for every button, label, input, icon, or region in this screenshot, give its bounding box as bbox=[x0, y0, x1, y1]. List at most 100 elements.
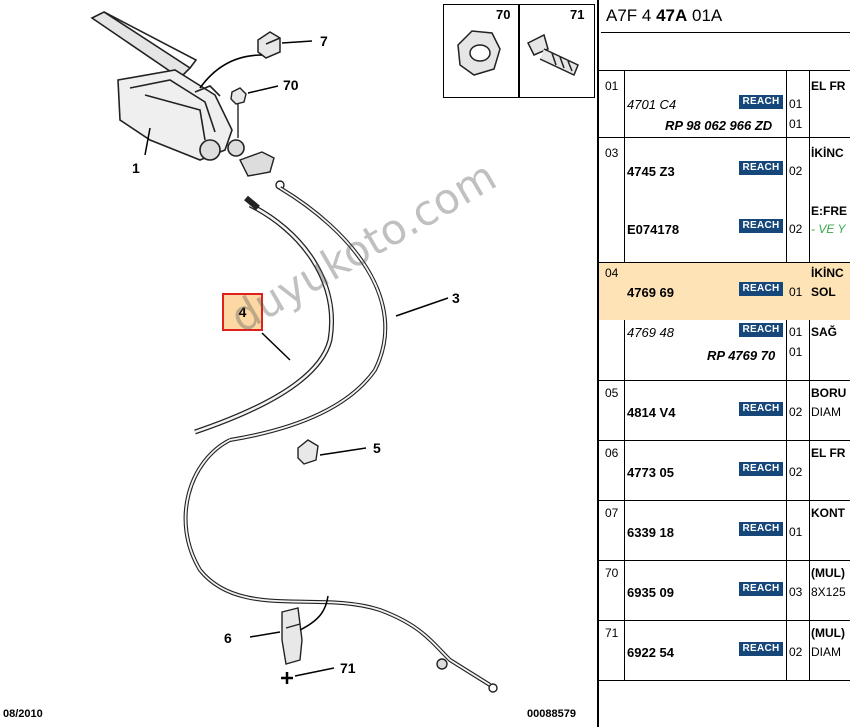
diagram-drawing bbox=[90, 11, 498, 693]
row-qty: 02 bbox=[789, 164, 803, 178]
table-row[interactable]: 01 4701 C4 REACH 01 RP 98 062 966 ZD 01 … bbox=[599, 71, 850, 138]
table-row[interactable]: 06 4773 05 REACH 02 EL FR bbox=[599, 441, 850, 501]
rp-ref: RP 4769 70 bbox=[707, 348, 776, 363]
row-desc: İKİNC bbox=[811, 266, 844, 280]
callout-4: 4 bbox=[238, 304, 247, 320]
row-desc: BORU bbox=[811, 386, 847, 400]
table-row[interactable]: 71 6922 54 REACH 02 (MUL) DIAM bbox=[599, 621, 850, 681]
part-ref: 4701 C4 bbox=[627, 97, 677, 112]
reach-badge: REACH bbox=[739, 95, 783, 109]
row-qty: 02 bbox=[789, 645, 803, 659]
col-divider-2 bbox=[786, 70, 787, 680]
plus-part-71 bbox=[281, 672, 293, 684]
row-desc: (MUL) bbox=[811, 626, 845, 640]
bolt-icon bbox=[526, 33, 579, 77]
row-index: 01 bbox=[605, 79, 619, 93]
row-desc-sub: DIAM bbox=[811, 645, 841, 659]
reach-badge: REACH bbox=[739, 323, 783, 337]
row-index: 04 bbox=[605, 266, 619, 280]
table-row[interactable]: 05 4814 V4 REACH 02 BORU DIAM bbox=[599, 381, 850, 441]
row-desc: İKİNC bbox=[811, 146, 844, 160]
inset-label-70: 70 bbox=[496, 7, 511, 22]
callout-71: 71 bbox=[340, 660, 356, 676]
part-ref: E074178 bbox=[627, 222, 680, 237]
callout-1: 1 bbox=[132, 160, 140, 176]
row-desc: KONT bbox=[811, 506, 845, 520]
callout-4-highlight[interactable]: 4 bbox=[222, 293, 263, 331]
row-index: 07 bbox=[605, 506, 619, 520]
row-qty: 01 bbox=[789, 97, 803, 111]
nut-part-70 bbox=[230, 87, 247, 105]
inset-label-71: 71 bbox=[570, 7, 585, 22]
row-index: 06 bbox=[605, 446, 619, 460]
row-qty: 01 bbox=[789, 325, 803, 339]
callout-5: 5 bbox=[373, 440, 381, 456]
inset-divider bbox=[518, 5, 520, 97]
table-row[interactable]: 03 4745 Z3 REACH 02 İKİNC E074178 REACH … bbox=[599, 138, 850, 263]
parts-diagram: 7 70 1 3 4 5 6 71 duyukoto.com 70 71 08/… bbox=[3, 4, 595, 720]
row-qty: 02 bbox=[789, 465, 803, 479]
nut-icon bbox=[457, 30, 501, 76]
clip-part-7 bbox=[257, 31, 281, 59]
row-desc-note: - VE Y bbox=[811, 222, 846, 236]
part-ref: 4745 Z3 bbox=[627, 164, 675, 179]
cable-3 bbox=[183, 186, 492, 687]
row-index: 03 bbox=[605, 146, 619, 160]
row-desc: E:FRE bbox=[811, 204, 847, 218]
callout-7: 7 bbox=[320, 33, 328, 49]
table-row[interactable]: 07 6339 18 REACH 01 KONT bbox=[599, 501, 850, 561]
table-row-selected[interactable]: 04 4769 69 REACH 01 İKİNC SOL bbox=[599, 263, 850, 320]
row-qty: 02 bbox=[789, 222, 803, 236]
reach-badge: REACH bbox=[739, 462, 783, 476]
reach-badge: REACH bbox=[739, 582, 783, 596]
reach-badge: REACH bbox=[739, 642, 783, 656]
part-ref: 4769 69 bbox=[627, 285, 674, 300]
row-desc-sub: DIAM bbox=[811, 405, 841, 419]
part-ref: 4769 48 bbox=[627, 325, 674, 340]
row-qty: 02 bbox=[789, 405, 803, 419]
row-qty: 01 bbox=[789, 345, 803, 359]
row-qty: 01 bbox=[789, 285, 803, 299]
table-row[interactable]: 70 6935 09 REACH 03 (MUL) 8X125 bbox=[599, 561, 850, 621]
bracket-part-6 bbox=[281, 607, 303, 665]
panel-title: A7F 4 47A 01A bbox=[606, 6, 723, 25]
row-index: 71 bbox=[605, 626, 619, 640]
reach-badge: REACH bbox=[739, 522, 783, 536]
row-qty: 01 bbox=[789, 117, 803, 131]
row-desc: EL FR bbox=[811, 446, 846, 460]
handbrake-lever bbox=[90, 11, 245, 161]
part-ref: 4773 05 bbox=[627, 465, 674, 480]
row-desc: (MUL) bbox=[811, 566, 845, 580]
row-desc-sub: 8X125 bbox=[811, 585, 846, 599]
footer-code: 00088579 bbox=[527, 708, 576, 720]
row-qty: 01 bbox=[789, 525, 803, 539]
clip-part-5 bbox=[297, 439, 319, 465]
cable-4 bbox=[194, 202, 334, 435]
footer-date: 08/2010 bbox=[3, 708, 43, 720]
parts-panel: A7F 4 47A 01A 01 4701 C4 REACH 01 RP 98 … bbox=[597, 0, 850, 727]
hardware-inset: 70 71 bbox=[443, 4, 595, 98]
callout-6: 6 bbox=[224, 630, 232, 646]
reach-badge: REACH bbox=[739, 282, 783, 296]
part-ref: 6935 09 bbox=[627, 585, 674, 600]
parts-table: 01 4701 C4 REACH 01 RP 98 062 966 ZD 01 … bbox=[599, 70, 850, 681]
equalizer bbox=[239, 151, 285, 190]
part-ref: 6339 18 bbox=[627, 525, 674, 540]
row-desc: EL FR bbox=[811, 79, 846, 93]
table-row[interactable]: 4769 48 REACH 01 SAĞ RP 4769 70 01 bbox=[599, 320, 850, 381]
callout-70: 70 bbox=[283, 77, 299, 93]
row-index: 70 bbox=[605, 566, 619, 580]
row-desc: SAĞ bbox=[811, 325, 838, 339]
part-ref: 4814 V4 bbox=[627, 405, 676, 420]
reach-badge: REACH bbox=[739, 402, 783, 416]
col-divider-1 bbox=[624, 70, 625, 680]
row-qty: 03 bbox=[789, 585, 803, 599]
reach-badge: REACH bbox=[739, 219, 783, 233]
inset-drawing bbox=[457, 30, 579, 77]
part-ref: 6922 54 bbox=[627, 645, 674, 660]
row-desc-side: SOL bbox=[811, 285, 836, 299]
rp-ref: RP 98 062 966 ZD bbox=[665, 118, 773, 133]
callout-3: 3 bbox=[452, 290, 460, 306]
row-index: 05 bbox=[605, 386, 619, 400]
col-divider-3 bbox=[809, 70, 810, 680]
